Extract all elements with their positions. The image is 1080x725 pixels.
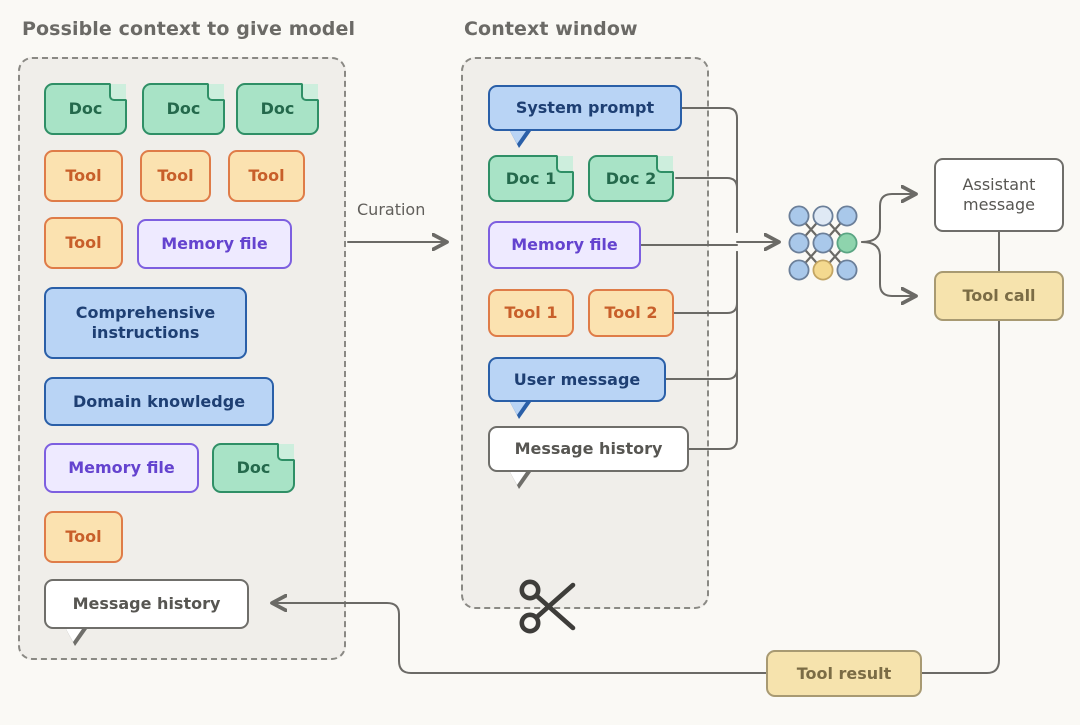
tool-result-box[interactable]: Tool result	[766, 650, 922, 697]
bubble-tail-fill	[510, 472, 526, 485]
left-doc-1[interactable]: Doc	[44, 83, 127, 135]
context-window-title: Context window	[464, 18, 638, 40]
bubble-tail-fill	[510, 402, 526, 415]
left-doc-2[interactable]: Doc	[142, 83, 225, 135]
left-tool-3[interactable]: Tool	[228, 150, 305, 202]
left-tool-4[interactable]: Tool	[44, 217, 123, 269]
doc-fold-icon	[207, 84, 224, 101]
assistant-message-box[interactable]: Assistant message	[934, 158, 1064, 232]
left-doc-4[interactable]: Doc	[212, 443, 295, 493]
assistant-branch	[861, 194, 916, 243]
cw-tool-1[interactable]: Tool 1	[488, 289, 574, 337]
bubble-tail-fill	[510, 131, 526, 144]
doc-fold-icon	[301, 84, 318, 101]
left-memory-file-1[interactable]: Memory file	[137, 219, 292, 269]
doc-fold-icon	[656, 156, 673, 173]
cw-doc-1[interactable]: Doc 1	[488, 155, 574, 202]
left-message-history[interactable]: Message history	[44, 579, 249, 646]
cw-user-message[interactable]: User message	[488, 357, 666, 419]
cw-system-prompt[interactable]: System prompt	[488, 85, 682, 148]
left-tool-2[interactable]: Tool	[140, 150, 211, 202]
doc-fold-icon	[277, 444, 294, 461]
doc-fold-icon	[556, 156, 573, 173]
cw-message-history[interactable]: Message history	[488, 426, 689, 489]
cw-tool-2[interactable]: Tool 2	[588, 289, 674, 337]
neural-network-icon	[788, 205, 858, 281]
left-memory-file-2[interactable]: Memory file	[44, 443, 199, 493]
curation-label: Curation	[357, 200, 426, 219]
cw-memory-file[interactable]: Memory file	[488, 221, 641, 269]
cw-doc-2[interactable]: Doc 2	[588, 155, 674, 202]
left-panel-title: Possible context to give model	[22, 18, 356, 40]
left-domain-knowledge[interactable]: Domain knowledge	[44, 377, 274, 426]
scissors-icon	[519, 579, 576, 634]
left-tool-1[interactable]: Tool	[44, 150, 123, 202]
doc-fold-icon	[109, 84, 126, 101]
tool-call-box[interactable]: Tool call	[934, 271, 1064, 321]
left-tool-5[interactable]: Tool	[44, 511, 123, 563]
toolcall-to-toolresult	[921, 320, 1000, 674]
toolcall-branch	[861, 241, 916, 296]
left-doc-3[interactable]: Doc	[236, 83, 319, 135]
bubble-tail-fill	[66, 629, 82, 642]
left-comprehensive-instructions[interactable]: Comprehensive instructions	[44, 287, 247, 359]
